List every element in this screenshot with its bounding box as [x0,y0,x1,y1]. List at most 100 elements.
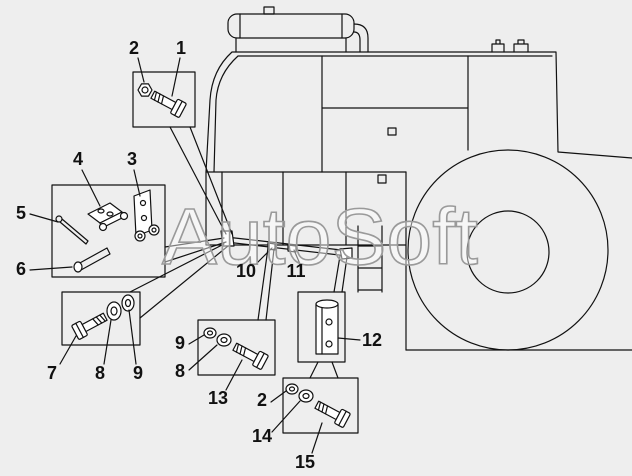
bolt-part [71,312,108,340]
bolt-thread [317,401,329,415]
leader-e-0 [337,337,361,341]
callout-label: 2 [257,390,267,410]
washer-hole [288,386,296,392]
leader-d-1 [188,344,218,371]
detail-box-a [132,71,196,128]
washer-hole [220,336,228,344]
hood-panel-lines [321,55,469,173]
bolt-head-facet [256,352,265,369]
callout-label: 9 [133,363,143,383]
mount-block-hole [325,318,333,326]
box-d-parts [203,327,269,370]
washer-part [106,301,122,321]
bracket-roller [134,230,146,242]
pin-shaft [77,247,111,271]
box-a-parts [137,83,187,118]
callout-label: 3 [127,149,137,169]
rod-body [225,236,351,257]
washer-part [298,389,314,403]
callout-label: 5 [16,203,26,223]
callout-label: 6 [16,259,26,279]
frame-mark [377,174,387,184]
machine-outline [205,6,632,351]
detail-box-d [197,319,276,376]
hinge-hole [106,211,114,217]
muffler-outlet [263,6,275,15]
leader-rod-1 [293,249,301,265]
box-e-parts [315,299,339,355]
mount-block-hole [325,340,333,348]
detail-box-e [297,291,346,363]
box-b-parts [55,189,160,273]
bolt-shaft [81,312,108,333]
leader-b-2 [29,213,59,223]
nut-part [137,83,153,97]
callout-label: 1 [176,38,186,58]
washer-part [203,327,217,339]
leader-a-0 [137,57,145,83]
detail-box-f [282,377,359,434]
hinge-roller [98,222,108,232]
leader-d-2 [225,359,243,391]
bracket-hole [140,214,148,222]
bolt-head-facet [75,322,84,339]
callout-label: 14 [252,426,272,446]
bolt-thread [92,314,106,326]
box-leaders [129,126,348,379]
callout-leaders [29,57,361,454]
callout-label: 8 [95,363,105,383]
leader-c-2 [128,309,137,365]
leader-c-1 [103,319,112,365]
detail-box-b [51,184,166,278]
box-f-leaders [309,361,339,379]
box-b-leaders [164,237,227,263]
step-ladder [357,225,383,293]
pin-head [73,261,83,273]
box-e-leaders [333,255,348,293]
filler-caps [491,39,529,53]
callout-labels: 2 1 4 3 5 6 10 11 12 7 8 9 9 8 13 2 14 1… [16,38,382,472]
rod-end-right [339,247,353,260]
leader-f-0 [270,390,287,403]
bracket-roller [148,224,160,236]
callout-label: 15 [295,452,315,472]
box-a-leaders [169,126,233,235]
muffler-supports [235,37,347,53]
cotter-pin-loop [55,215,63,223]
bolt-head-facet [338,410,347,427]
nut-hole [141,86,149,94]
callout-label: 4 [73,149,83,169]
washer-hole [124,298,132,308]
leader-f-2 [311,422,323,454]
hood-latch [387,127,397,136]
leader-d-0 [188,334,205,345]
bolt-part [232,342,269,370]
box-f-parts [285,383,351,428]
watermark-text: AutoSoft [162,192,478,281]
leader-b-0 [81,169,101,207]
washer-hole [302,392,310,400]
callout-label: 9 [175,333,185,353]
bolt-part [150,90,187,118]
bracket-roller-hub [151,227,157,233]
washer-part [121,294,135,312]
muffler [227,13,355,39]
bolt-head-facet [174,100,183,117]
mount-block-top [315,299,339,309]
leader-b-3 [29,266,73,271]
box-c-leaders [129,243,229,319]
washer-hole [206,330,214,336]
leader-c-0 [59,335,77,365]
box-d-leaders [257,247,275,321]
callout-label: 11 [286,261,305,281]
bolt-part [314,400,351,428]
rod-clip-10 [267,242,276,251]
bolt-thread [153,91,165,105]
hinge-hole [97,208,105,214]
leader-rod-0 [255,247,273,265]
callout-label: 13 [208,388,228,408]
box-c-parts [71,294,135,340]
callout-label: 10 [236,261,256,281]
callout-label: 12 [362,330,382,350]
cotter-pin [59,218,89,245]
